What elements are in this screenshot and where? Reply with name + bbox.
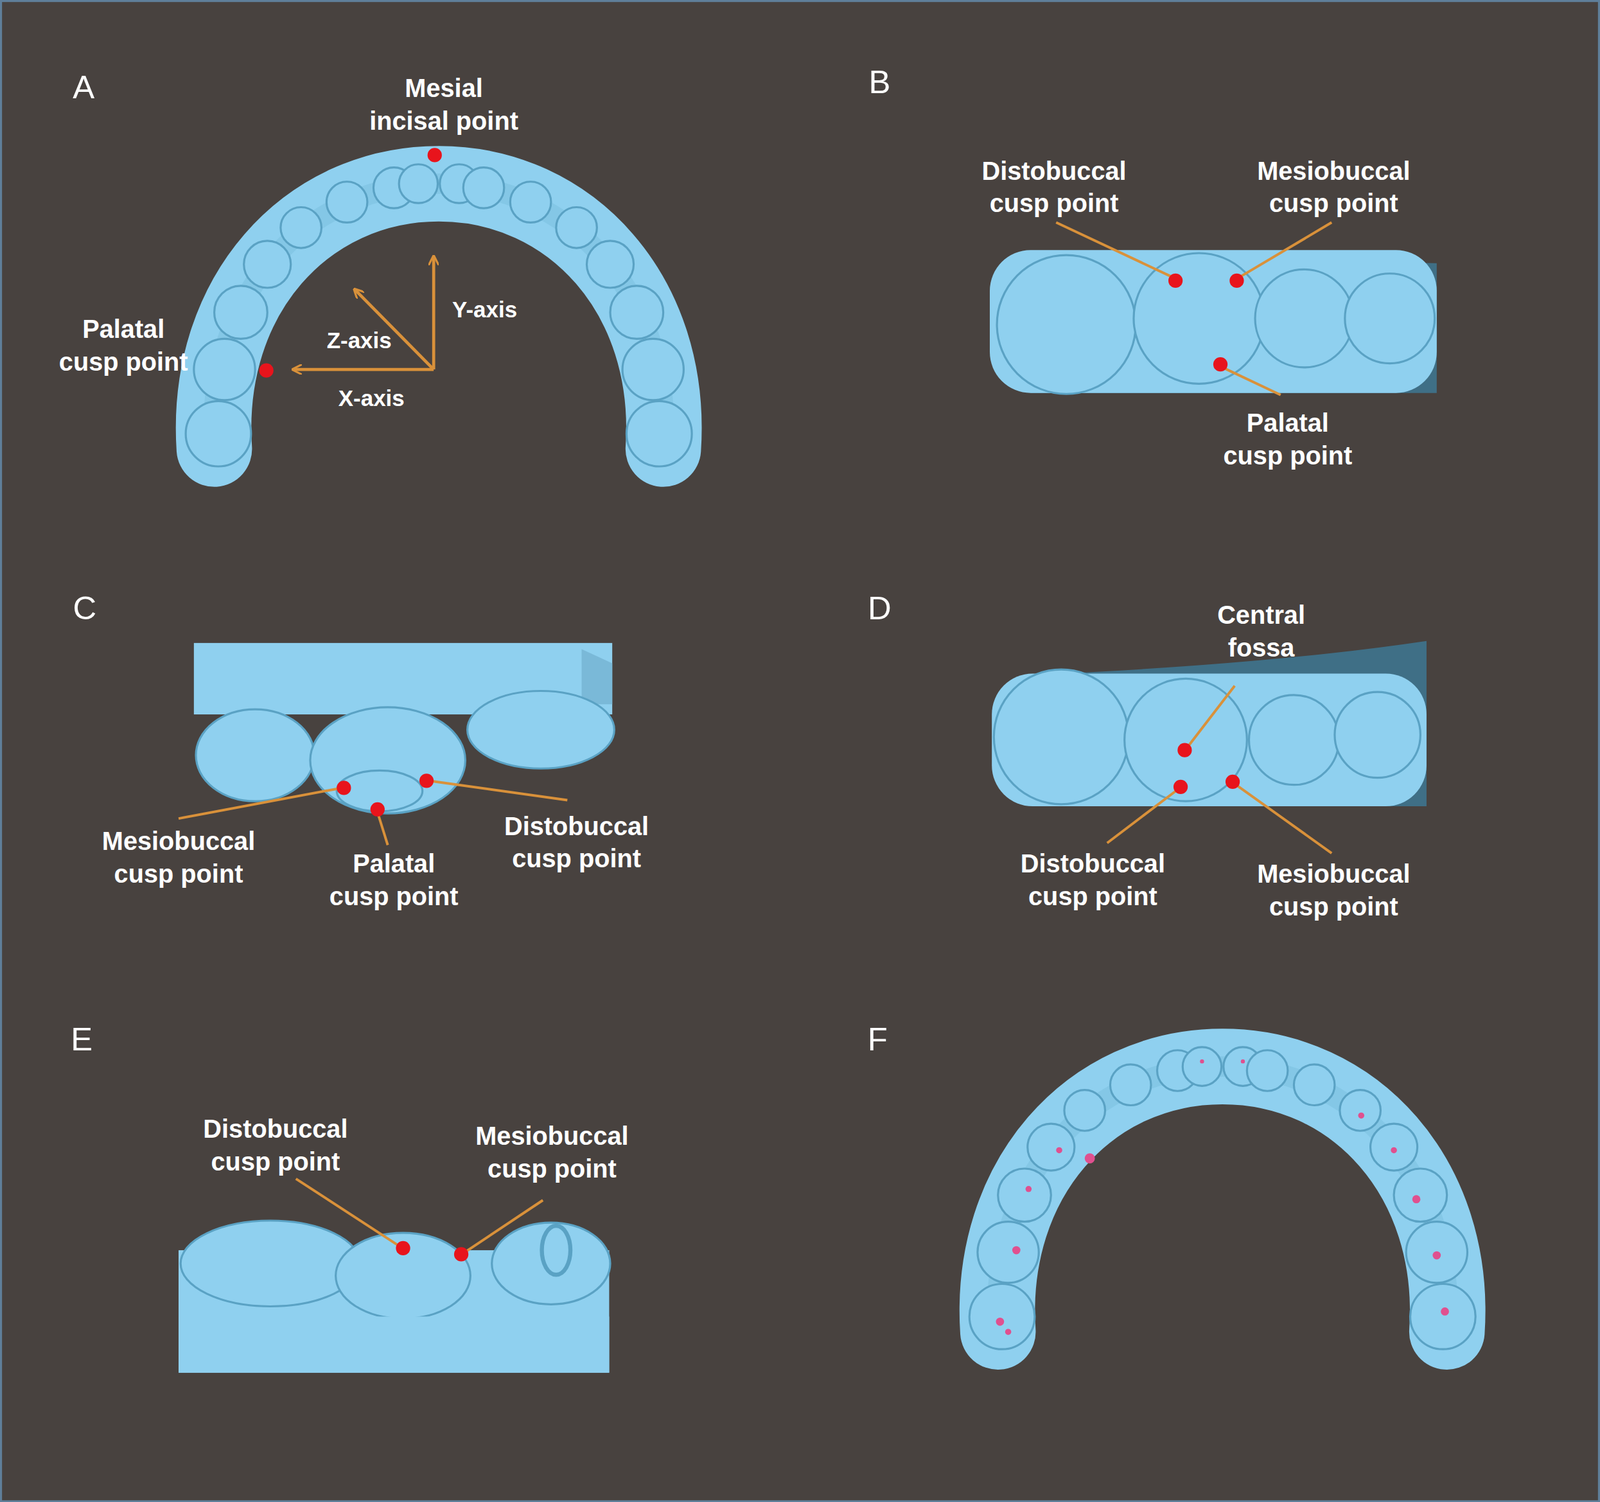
landmark-dots	[1168, 273, 1245, 372]
landmark-label: Distobuccal cusp point	[494, 809, 658, 875]
panel-letter: D	[867, 589, 892, 628]
landmark-label: Palatal cusp point	[53, 312, 193, 378]
leader-lines	[1055, 222, 1332, 395]
landmark-label: Mesiobuccal cusp point	[1251, 154, 1416, 220]
panel-letter: B	[868, 62, 891, 101]
axis-label: Y-axis	[452, 296, 518, 325]
axis-arrows	[294, 256, 435, 370]
axis-label: X-axis	[338, 384, 405, 414]
panel-letter: A	[72, 67, 95, 106]
landmark-label: Distobuccal cusp point	[193, 1112, 358, 1179]
molar-side-c	[193, 642, 615, 814]
landmark-label: Mesiobuccal cusp point	[96, 824, 261, 891]
landmark-label: Mesial incisal point	[366, 71, 523, 137]
landmark-dot	[259, 363, 274, 378]
landmark-label: Palatal cusp point	[1218, 405, 1358, 472]
axis-label: Z-axis	[326, 326, 392, 355]
leader-lines	[1107, 685, 1333, 854]
molar-occlusal-b	[989, 249, 1437, 394]
upper-arch-a	[185, 164, 692, 467]
panel-letter: E	[70, 1019, 93, 1058]
landmark-label: Mesiobuccal cusp point	[470, 1119, 634, 1186]
landmark-dots	[395, 1240, 469, 1262]
landmark-dot	[427, 147, 442, 162]
landmark-label: Distobuccal cusp point	[972, 154, 1136, 220]
landmark-label: Palatal cusp point	[324, 847, 464, 913]
landmark-dots	[1173, 743, 1240, 794]
landmark-label: Distobuccal cusp point	[1010, 847, 1175, 913]
panel-letter: F	[867, 1019, 888, 1058]
leader-lines	[296, 1178, 543, 1254]
panel-letter: C	[73, 589, 97, 628]
molar-occlusal-d	[991, 641, 1427, 807]
landmark-dots	[336, 773, 434, 817]
landmark-label: Mesiobuccal cusp point	[1251, 856, 1416, 923]
landmark-label: Central fossa	[1199, 597, 1323, 664]
upper-arch-f	[969, 1046, 1476, 1349]
